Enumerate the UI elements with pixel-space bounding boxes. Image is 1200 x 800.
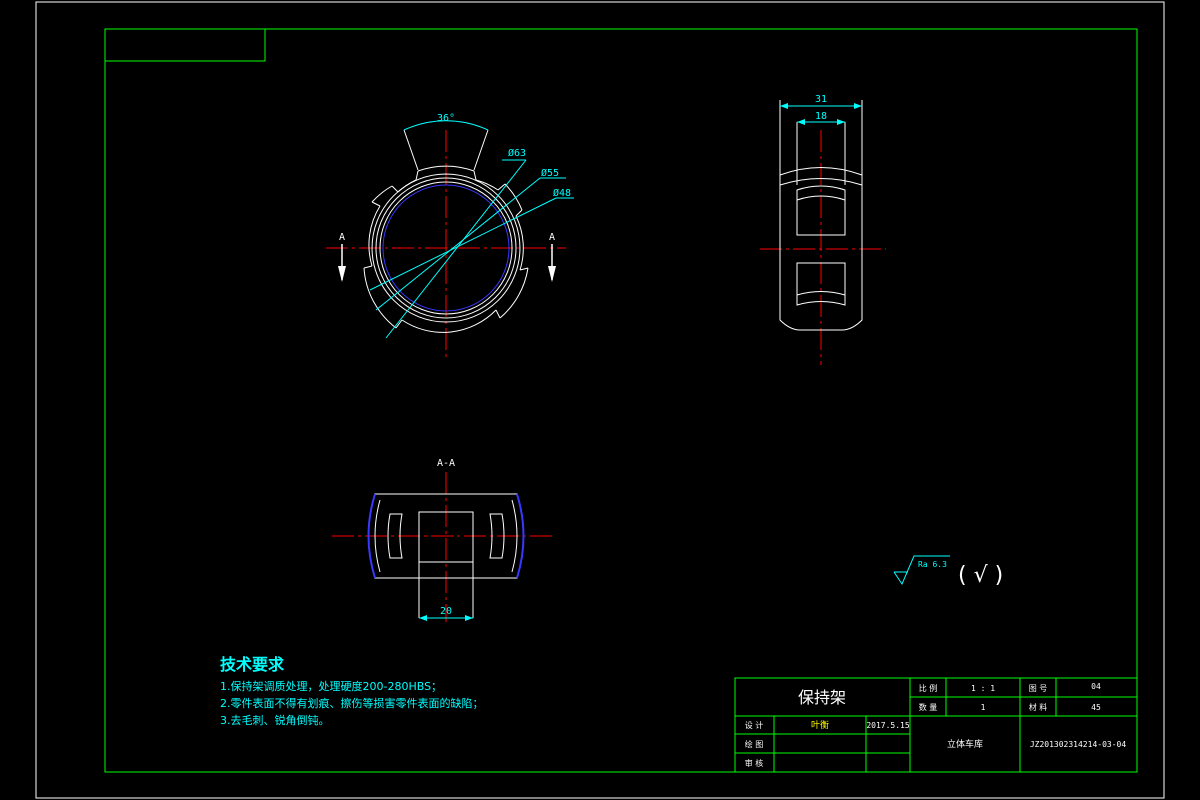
drawing-frame: [104, 28, 1138, 773]
draw-label: 绘 图: [745, 739, 764, 749]
project-name: 立体车库: [947, 738, 983, 750]
design-date: 2017.5.15: [866, 721, 910, 730]
qty-value: 1: [981, 703, 986, 712]
technical-notes: 技术要求 1.保持架调质处理，处理硬度200-280HBS； 2.零件表面不得有…: [220, 655, 484, 727]
reverse-title-box: [104, 28, 266, 62]
bore-circle: [379, 181, 513, 315]
outer-sheet-border: [35, 1, 1165, 799]
note-3: 3.去毛刺、锐角倒钝。: [220, 713, 330, 727]
designer-name: 叶衡: [811, 719, 829, 731]
outer-inner-ring: [371, 173, 521, 323]
review-label: 审 核: [745, 758, 764, 768]
hidden-ring-circle: [382, 184, 510, 312]
title-block: 保持架 比 例 1 : 1 图 号 04 数 量 1 材 料 45 设 计 叶衡…: [734, 677, 1138, 773]
note-1: 1.保持架调质处理，处理硬度200-280HBS；: [220, 679, 442, 693]
qty-label: 数 量: [919, 702, 938, 712]
section-view: A-A 20: [332, 458, 555, 622]
outer-slotted-ring: [363, 165, 529, 333]
drawing-no-label: 图 号: [1029, 684, 1048, 693]
section-title: A-A: [437, 458, 455, 469]
width-20-label: 20: [440, 606, 452, 617]
notes-title: 技术要求: [220, 655, 285, 674]
note-2: 2.零件表面不得有划痕、擦伤等损害零件表面的缺陷；: [220, 696, 484, 710]
roughness-value: Ra 6.3: [918, 560, 947, 569]
angle-dimension: 36°: [437, 113, 455, 124]
design-label: 设 计: [745, 720, 764, 730]
scale-label: 比 例: [919, 683, 938, 693]
roughness-other: ( √ ): [958, 563, 1003, 588]
dia-55-label: Ø55: [541, 167, 559, 179]
dia-63-label: Ø63: [508, 147, 526, 159]
width-18-label: 18: [815, 111, 827, 122]
part-name: 保持架: [798, 688, 846, 707]
section-mark-left: A: [339, 232, 345, 243]
scale-value: 1 : 1: [971, 684, 995, 693]
material-value: 45: [1091, 703, 1101, 712]
roughness-symbol: Ra 6.3 ( √ ): [893, 555, 1003, 588]
drawing-no-value: 04: [1091, 682, 1101, 691]
width-31-label: 31: [815, 94, 827, 105]
material-label: 材 料: [1029, 702, 1048, 712]
front-view: 36° Ø63 Ø55 Ø48 A A: [326, 113, 574, 358]
inner-ring-circle: [375, 177, 517, 319]
drawing-code: JZ201302314214-03-04: [1030, 740, 1127, 749]
dia-48-label: Ø48: [553, 187, 571, 199]
side-view: 31 18: [760, 94, 886, 365]
section-mark-right: A: [549, 232, 555, 243]
